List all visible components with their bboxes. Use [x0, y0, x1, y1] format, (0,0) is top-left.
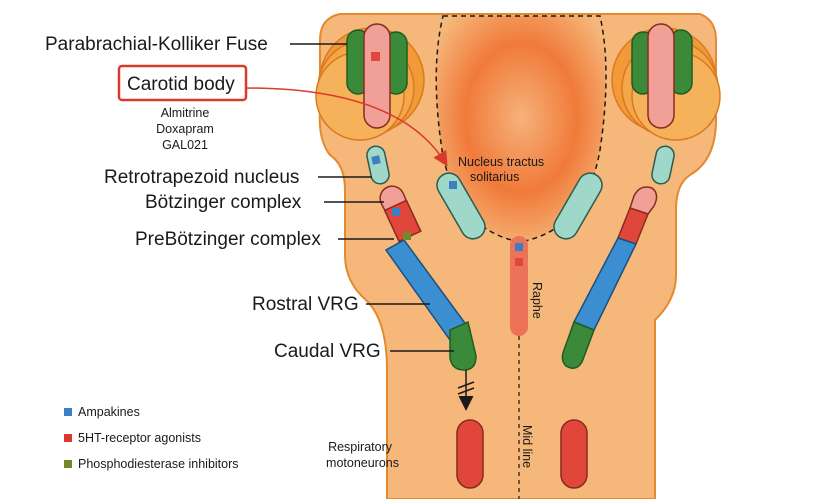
cvrg-right — [561, 321, 595, 369]
legend-swatch-pde — [64, 460, 72, 468]
nts-column-left-marker — [449, 181, 457, 189]
nts-region — [435, 15, 607, 243]
midline-label: Mid line — [520, 425, 534, 468]
nts-column-right — [553, 172, 603, 240]
rtn-left — [366, 145, 390, 185]
drug-doxapram: Doxapram — [156, 122, 214, 136]
break-mark-1 — [457, 381, 475, 389]
rtn-left-marker — [371, 155, 381, 165]
raphe-marker-blue — [515, 243, 523, 251]
pkf-left — [346, 23, 408, 129]
prebotz-left-marker-blue — [392, 208, 400, 216]
break-mark-2 — [457, 387, 475, 395]
carotid-arrow — [245, 87, 448, 167]
moto-label-1: Respiratory — [328, 440, 393, 454]
moto-label-2: motoneurons — [326, 456, 399, 470]
drug-gal021: GAL021 — [162, 138, 208, 152]
nts-label-2: solitarius — [470, 170, 519, 184]
prebotz-label: PreBötzinger complex — [135, 229, 321, 250]
motoneurons-left — [456, 419, 484, 489]
carotid-label: Carotid body — [127, 74, 235, 95]
legend-swatch-5ht — [64, 434, 72, 442]
legend-label-pde: Phosphodiesterase inhibitors — [78, 457, 239, 471]
pkf-right — [631, 23, 693, 129]
legend-swatch-ampakines — [64, 408, 72, 416]
rtn-right — [651, 145, 675, 185]
nts-label-1: Nucleus tractus — [458, 155, 544, 169]
cvrg-label: Caudal VRG — [274, 341, 381, 362]
rvrg-label: Rostral VRG — [252, 294, 359, 315]
legend-label-5ht: 5HT-receptor agonists — [78, 431, 201, 445]
motoneurons-right — [560, 419, 588, 489]
botz-label: Bötzinger complex — [145, 192, 302, 213]
legend: Ampakines 5HT-receptor agonists Phosphod… — [64, 405, 239, 471]
legend-label-ampakines: Ampakines — [78, 405, 140, 419]
prebotz-left-marker-olive — [403, 232, 411, 240]
drug-almitrine: Almitrine — [161, 106, 210, 120]
rtn-label: Retrotrapezoid nucleus — [104, 167, 299, 188]
prebotz-left-marker-red — [398, 220, 406, 228]
cvrg-left — [449, 320, 477, 371]
raphe — [510, 236, 528, 336]
nts-column-left — [436, 172, 486, 240]
right-respiratory-column — [561, 186, 658, 369]
botz-right — [629, 186, 658, 215]
carotid-box — [117, 64, 248, 102]
raphe-label: Raphe — [530, 282, 544, 319]
pkf-label: Parabrachial-Kolliker Fuse — [45, 34, 268, 55]
raphe-marker-red — [515, 258, 523, 266]
